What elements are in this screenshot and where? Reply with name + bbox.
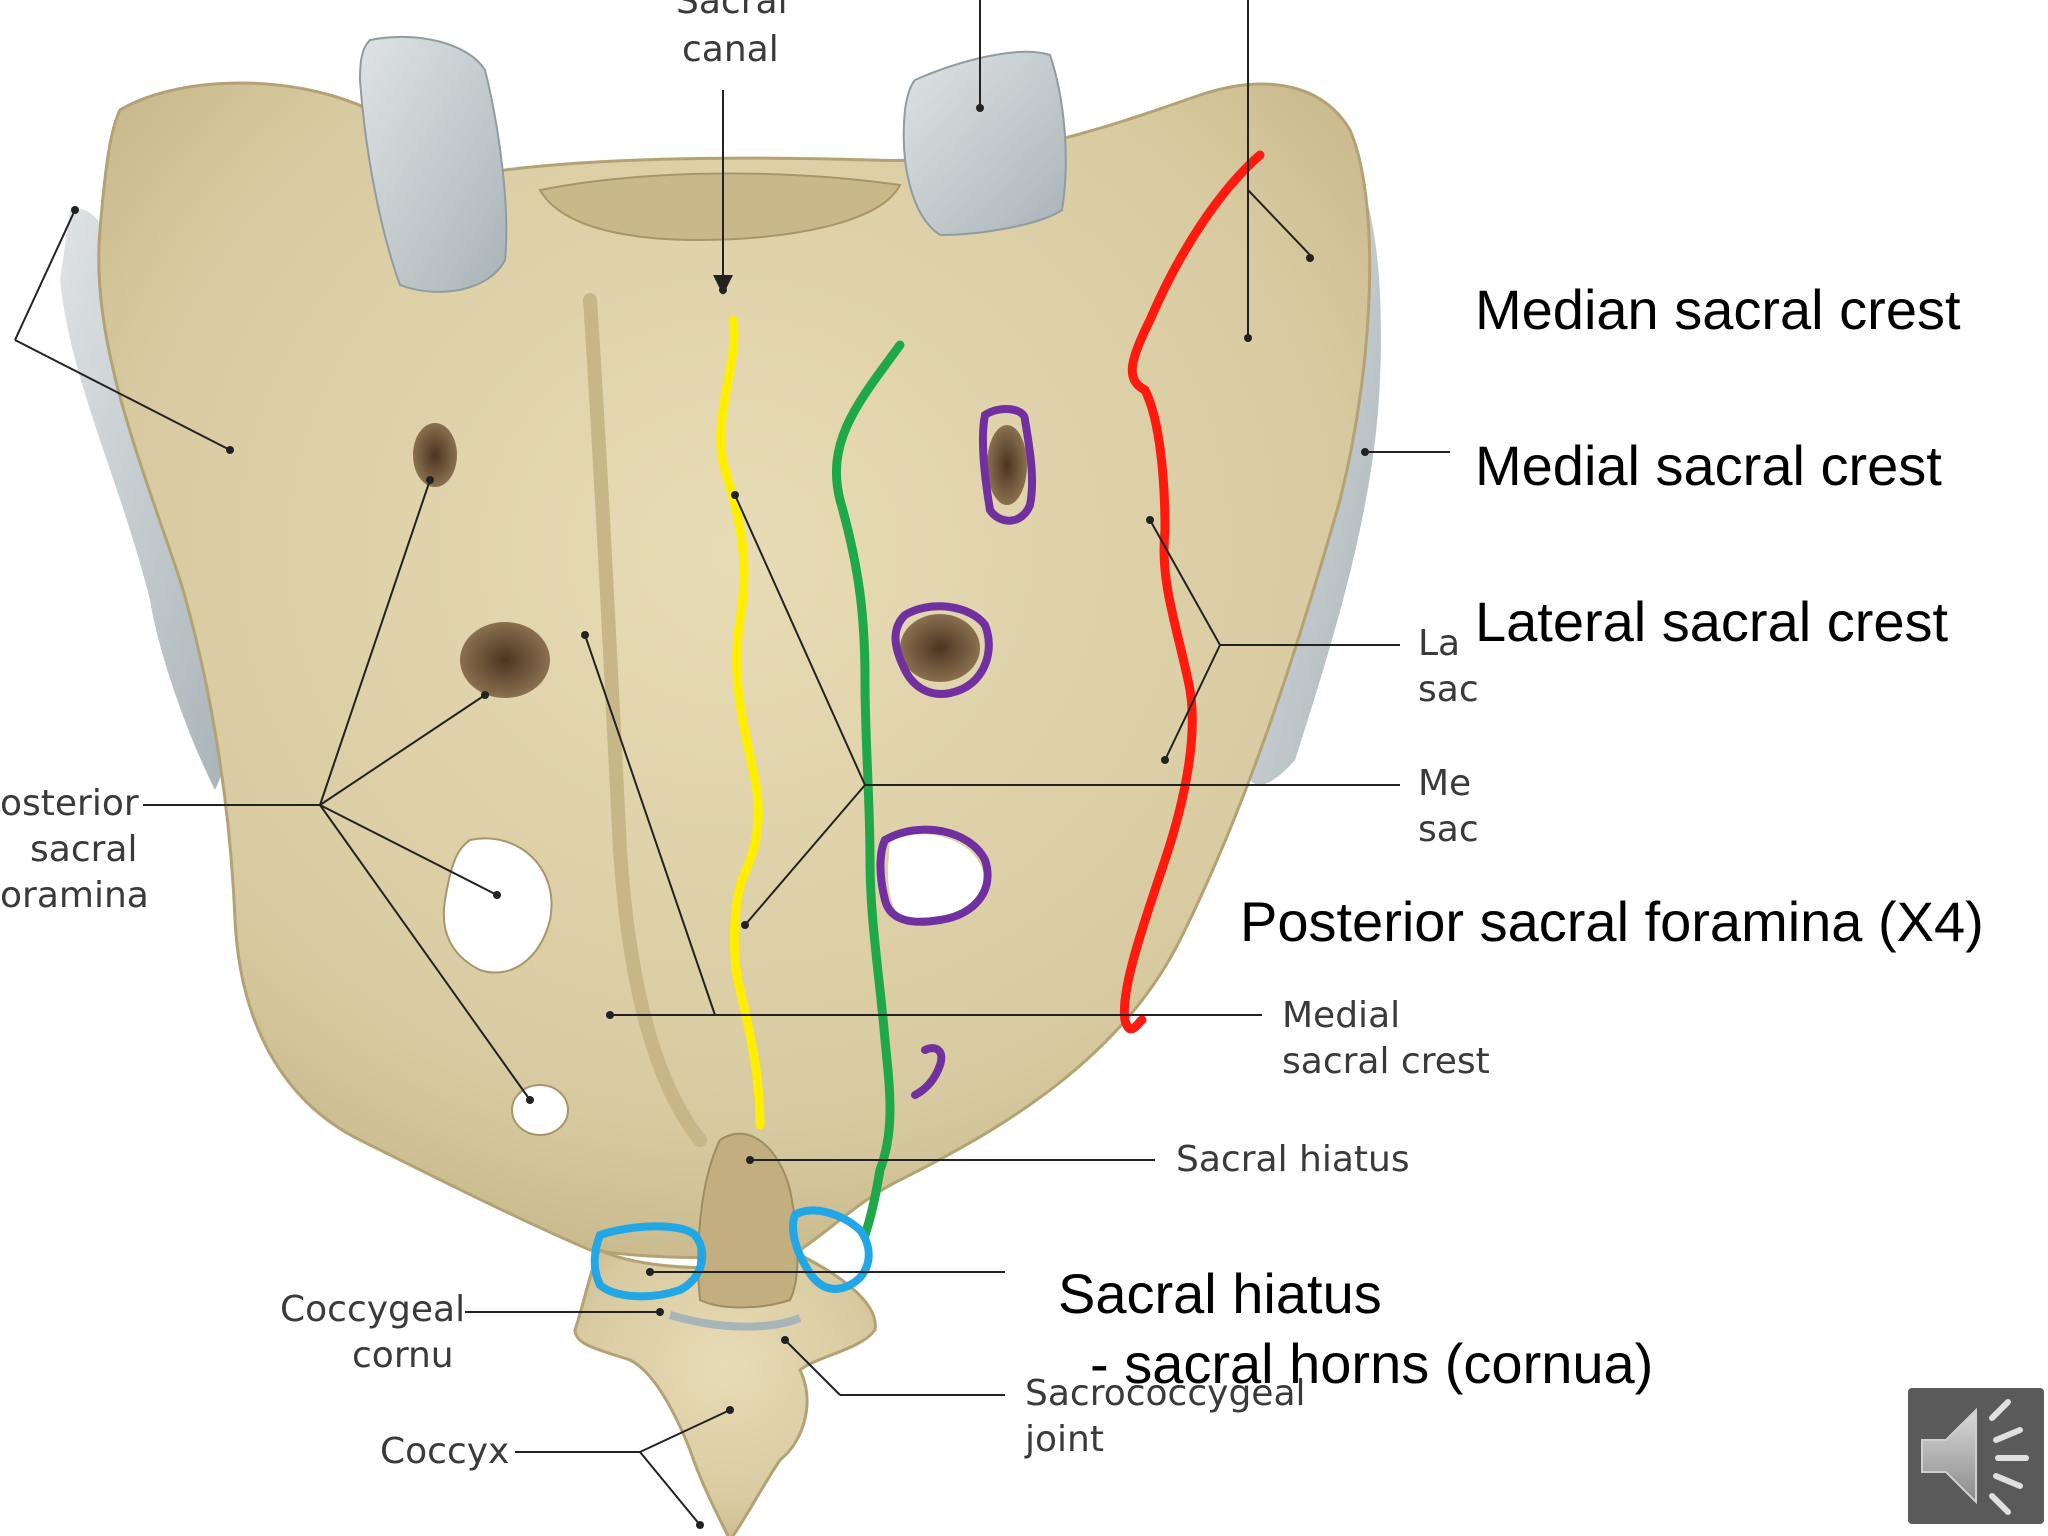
purple-foramen-outline-2 — [891, 602, 993, 698]
audio-speaker-button[interactable] — [1908, 1388, 2044, 1524]
label-medial-sacral-crest-1: Medial — [1282, 995, 1401, 1036]
purple-foramen-outline-3 — [876, 825, 992, 926]
leader-dots — [71, 104, 1369, 1529]
label-coccygeal-cornu-1: Coccygeal — [280, 1289, 466, 1330]
label-sacrococcygeal-joint-1: Sacrococcygeal — [1025, 1373, 1306, 1414]
right-superior-facet — [902, 50, 1067, 237]
label-coccyx: Coccyx — [380, 1431, 510, 1472]
blue-right-cornu-outline — [789, 1206, 873, 1293]
blue-left-cornu-outline — [590, 1222, 707, 1301]
left-auricular-surface — [60, 208, 227, 791]
right-foramen-3-inner — [888, 834, 986, 925]
sacral-canal-opening — [538, 172, 902, 242]
yellow-median-crest-line — [716, 315, 765, 1130]
red-lateral-crest-line — [1119, 150, 1265, 1034]
median-crest-ridge — [583, 293, 707, 1147]
left-foramen-3 — [442, 837, 553, 974]
purple-foramen-outline-1 — [978, 405, 1037, 525]
left-foramen-2 — [460, 622, 550, 698]
label-posterior-sacral-foramina-1: osterior — [0, 783, 139, 824]
leader-lines — [14, 0, 1450, 1526]
label-sacrococcygeal-joint-2: joint — [1025, 1419, 1104, 1460]
annotation-median-sacral-crest: Median sacral crest — [1475, 278, 1961, 341]
speaker-icon — [1921, 1399, 2029, 1515]
label-medial-partial-2: sac — [1418, 809, 1479, 850]
label-coccygeal-cornu-2: cornu — [352, 1335, 454, 1376]
label-lateral-partial-1: La — [1418, 623, 1461, 664]
right-foramen-1-inner — [987, 425, 1027, 505]
label-sacral-canal-2: canal — [682, 29, 779, 70]
sacrococcygeal-disc — [668, 1311, 802, 1331]
annotation-posterior-sacral-foramina: Posterior sacral foramina (X4) — [1240, 890, 1984, 953]
label-posterior-sacral-foramina-3: oramina — [0, 875, 149, 916]
right-foramen-2-inner — [900, 614, 980, 682]
label-medial-partial-1: Me — [1418, 763, 1472, 804]
annotation-medial-sacral-crest: Medial sacral crest — [1475, 434, 1942, 497]
purple-foramen-outline-4 — [911, 1044, 946, 1099]
label-posterior-sacral-foramina-2: sacral — [30, 829, 138, 870]
label-sacral-canal-1: Sacral — [676, 0, 788, 22]
green-medial-crest-line — [832, 340, 905, 1240]
label-sacral-hiatus: Sacral hiatus — [1176, 1139, 1410, 1180]
annotation-sacral-hiatus: Sacral hiatus — [1058, 1262, 1382, 1325]
annotation-sacral-horns: - sacral horns (cornua) — [1090, 1332, 1654, 1395]
left-foramen-1 — [413, 423, 457, 487]
left-foramen-4 — [511, 1084, 569, 1136]
label-medial-sacral-crest-2: sacral crest — [1282, 1041, 1490, 1082]
label-lateral-partial-2: sac — [1418, 669, 1479, 710]
left-superior-facet — [358, 35, 508, 293]
annotation-lateral-sacral-crest: Lateral sacral crest — [1475, 590, 1949, 653]
overlay-mask-top — [1462, 260, 2048, 660]
overlay-mask-hiatus — [1035, 1245, 1685, 1375]
